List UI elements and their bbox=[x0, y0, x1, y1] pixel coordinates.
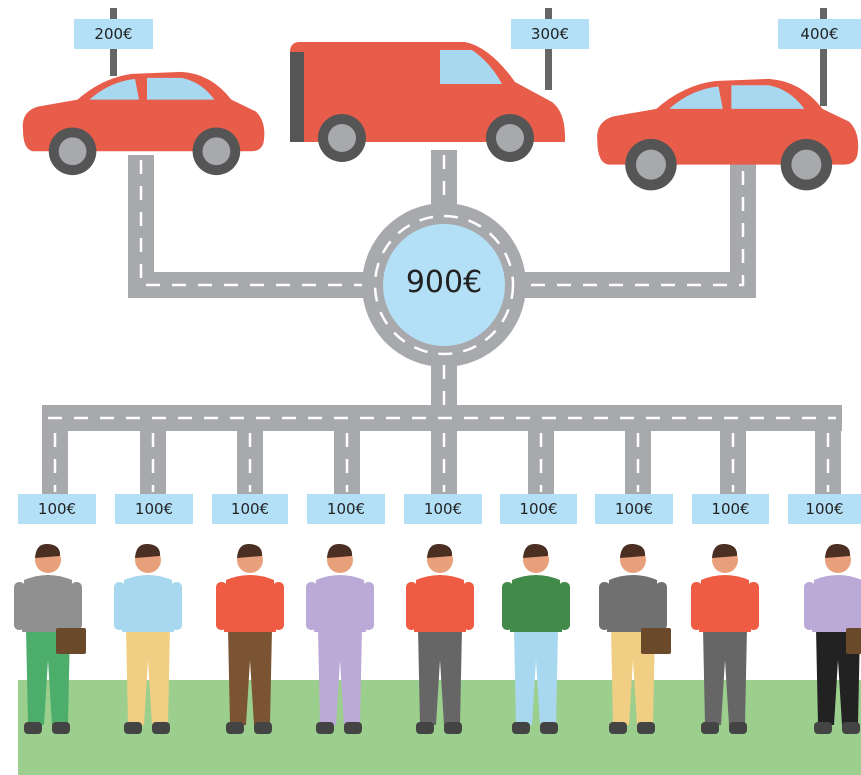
person-price-tag: 100€ bbox=[307, 494, 385, 524]
person-price-tag: 100€ bbox=[500, 494, 577, 524]
person bbox=[306, 543, 374, 734]
car-price-tag: 400€ bbox=[778, 19, 861, 49]
car bbox=[597, 78, 859, 191]
person bbox=[406, 543, 474, 734]
person-price-tag: 100€ bbox=[692, 494, 769, 524]
tag-pole bbox=[545, 8, 552, 90]
car-price-tag: 200€ bbox=[74, 19, 153, 49]
car bbox=[22, 71, 265, 176]
person bbox=[114, 543, 182, 734]
people bbox=[14, 543, 861, 734]
person bbox=[216, 543, 284, 734]
tag-pole bbox=[820, 8, 827, 106]
person-price-tag: 100€ bbox=[18, 494, 96, 524]
person bbox=[804, 543, 861, 734]
car-price-tag: 300€ bbox=[511, 19, 589, 49]
person-price-tag: 100€ bbox=[404, 494, 482, 524]
person bbox=[502, 543, 570, 734]
person-price-tag: 100€ bbox=[595, 494, 673, 524]
road-dash bbox=[48, 365, 836, 492]
person-price-tag: 100€ bbox=[788, 494, 861, 524]
person-price-tag: 100€ bbox=[115, 494, 193, 524]
bag bbox=[846, 628, 861, 654]
total-amount: 900€ bbox=[405, 265, 483, 300]
bag bbox=[56, 628, 86, 654]
van bbox=[290, 42, 565, 162]
cars bbox=[22, 42, 859, 191]
bag bbox=[641, 628, 671, 654]
person bbox=[14, 543, 86, 734]
lower-road bbox=[42, 360, 842, 495]
person bbox=[691, 543, 759, 734]
person-price-tag: 100€ bbox=[212, 494, 288, 524]
roundabout-center bbox=[383, 224, 505, 346]
roundabout-lane bbox=[373, 214, 515, 356]
person bbox=[599, 543, 671, 734]
